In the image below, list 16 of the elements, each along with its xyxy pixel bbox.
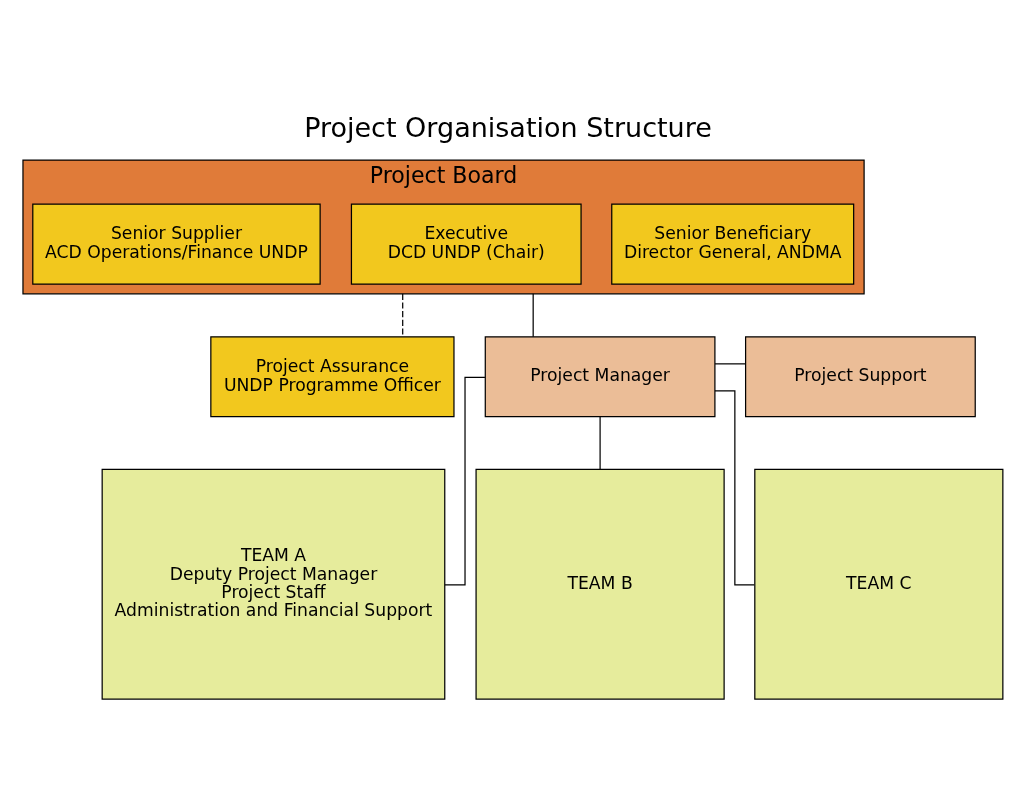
connector bbox=[714, 363, 746, 365]
node-box: Senior Supplier ACD Operations/Finance UNDP bbox=[32, 203, 321, 285]
connector bbox=[714, 390, 755, 586]
node-box: TEAM B bbox=[475, 468, 725, 700]
node-box: Executive DCD UNDP (Chair) bbox=[350, 203, 582, 285]
node-box: Project Support bbox=[745, 336, 976, 418]
connector bbox=[599, 416, 601, 470]
connector bbox=[444, 376, 486, 586]
diagram-title: Project Organisation Structure bbox=[304, 112, 712, 144]
node-box: Project Manager bbox=[484, 336, 716, 418]
node-box: Senior Beneficiary Director General, ANDMA bbox=[611, 203, 855, 285]
node-box: TEAM A Deputy Project Manager Project Staff Administration and Financial Support bbox=[101, 468, 446, 700]
node-box: Project Assurance UNDP Programme Officer bbox=[210, 336, 455, 418]
connector bbox=[532, 293, 534, 338]
connector bbox=[402, 293, 404, 338]
node-box: TEAM C bbox=[754, 468, 1004, 700]
